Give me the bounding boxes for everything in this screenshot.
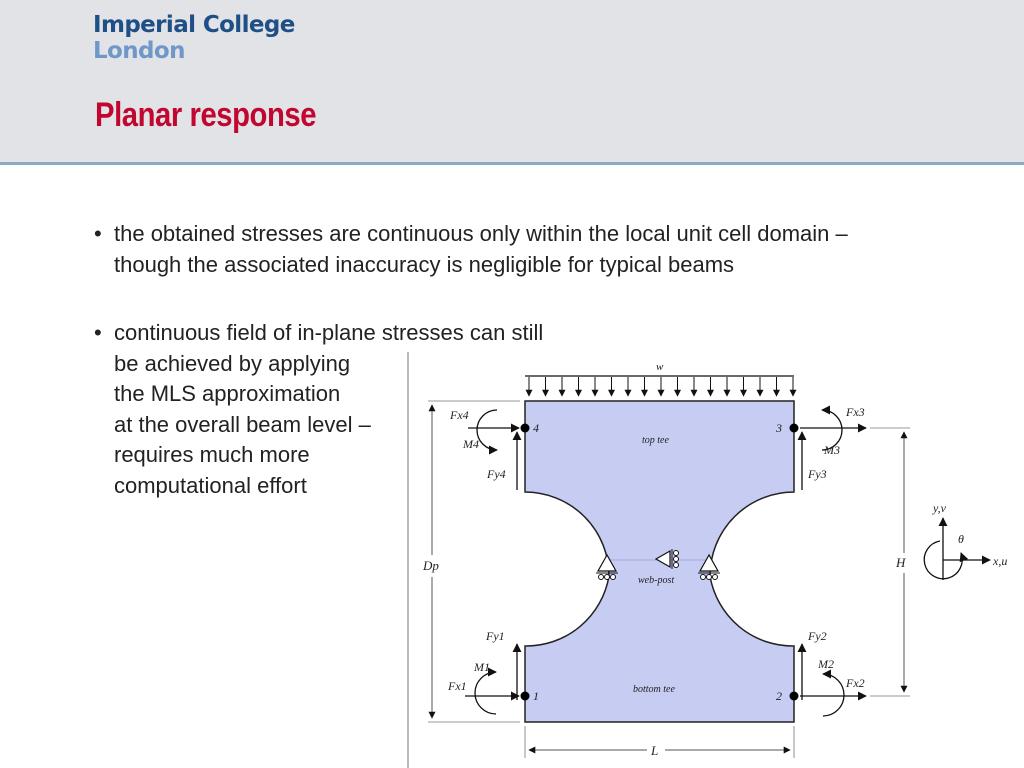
m2-arrow [822, 669, 845, 717]
bullet-2-line: the MLS approximation [114, 381, 341, 406]
m4-arrow [476, 409, 498, 455]
web-post-label: web-post [638, 575, 674, 586]
bullet-2: • continuous field of in-plane stresses … [94, 318, 634, 501]
fy1-label: Fy1 [485, 629, 505, 643]
bullet-marker: • [94, 320, 102, 345]
bullet-1-text: the obtained stresses are continuous onl… [114, 221, 848, 277]
fx3-label: Fx3 [845, 405, 865, 419]
support-right [698, 553, 720, 580]
logo-line-2: London [93, 38, 185, 64]
node-2-forces: Fy2 M2 Fx2 [797, 629, 867, 717]
fx1-label: Fx1 [447, 679, 467, 693]
node-1 [520, 691, 530, 701]
depth-label: Dp [422, 558, 439, 573]
node-label-1: 1 [533, 689, 539, 703]
bullet-2-line: at the overall beam level – [114, 411, 371, 437]
institution-logo: Imperial College London [93, 12, 295, 64]
unit-cell-diagram: w top tee web-post bottom tee 1 2 3 4 Fx… [407, 352, 1007, 768]
distributed-load: w [525, 361, 797, 397]
coordinate-axes: y,v x,u θ [923, 501, 1007, 580]
m2-label: M2 [817, 657, 834, 671]
node-label-4: 4 [533, 421, 539, 435]
slide-title: Planar response [95, 96, 317, 134]
slide-header: Imperial College London Planar response [0, 0, 1024, 165]
fy3-label: Fy3 [807, 467, 827, 481]
length-label: L [650, 743, 658, 758]
y-axis-label: y,v [932, 501, 947, 515]
bullet-2-line: continuous field of in-plane stresses ca… [114, 320, 544, 345]
load-label: w [656, 361, 664, 373]
dimension-length: L [524, 726, 795, 758]
m4-label: M4 [462, 437, 479, 451]
node-2 [789, 691, 799, 701]
support-center [654, 549, 679, 569]
dimension-height: H [870, 427, 915, 697]
bullet-1: • the obtained stresses are continuous o… [94, 219, 894, 280]
m3-label: M3 [823, 443, 840, 457]
fy4-label: Fy4 [486, 467, 506, 481]
m1-label: M1 [473, 660, 490, 674]
bullet-2-line: requires much more [114, 442, 310, 467]
m3-arrow [821, 405, 843, 451]
node-4 [520, 423, 530, 433]
node-label-2: 2 [776, 689, 782, 703]
support-left [596, 553, 618, 580]
node-4-forces: Fx4 M4 Fy4 [449, 408, 522, 490]
node-3-forces: Fx3 M3 Fy3 [797, 405, 867, 490]
rotation-label: θ [958, 532, 964, 546]
node-1-forces: Fy1 M1 Fx1 [447, 629, 522, 715]
m1-arrow [474, 667, 497, 715]
node-3 [789, 423, 799, 433]
bullet-2-line: be achieved by applying [114, 350, 351, 376]
node-label-3: 3 [775, 421, 782, 435]
dimension-depth: Dp [420, 400, 520, 723]
bottom-tee-label: bottom tee [633, 684, 675, 695]
bullet-2-line: computational effort [114, 472, 307, 498]
x-axis-label: x,u [992, 554, 1007, 568]
height-label: H [895, 555, 906, 570]
fx2-label: Fx2 [845, 676, 865, 690]
bullet-marker: • [94, 221, 102, 246]
fy2-label: Fy2 [807, 629, 827, 643]
fx4-label: Fx4 [449, 408, 469, 422]
top-tee-label: top tee [642, 435, 669, 446]
logo-line-1: Imperial College [93, 12, 295, 38]
